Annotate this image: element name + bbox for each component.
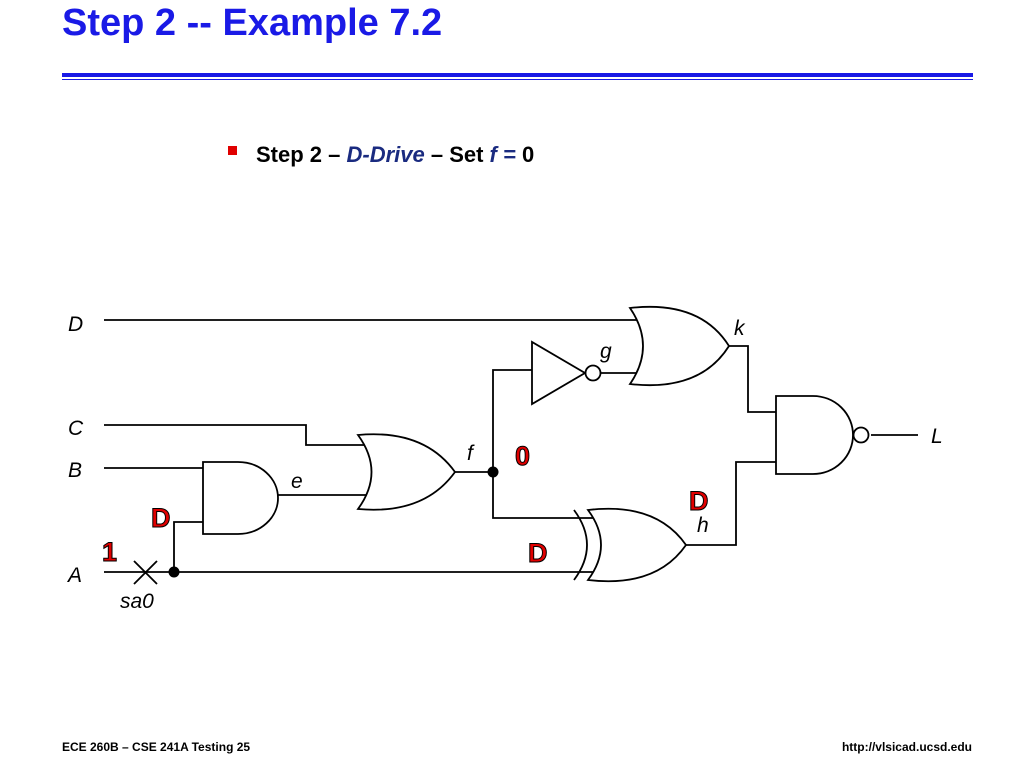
and-gate [202,461,279,535]
value-a-line: 1 [102,537,117,567]
label-e: e [291,470,303,493]
not-gate [531,340,587,406]
label-f: f [467,442,475,465]
wire-a-branch [173,521,203,572]
wire-c [104,424,372,446]
footer-url[interactable]: http://vlsicad.ucsd.edu [841,740,972,754]
wire-f-up [492,369,532,472]
value-a-and: D [151,503,171,533]
label-c: C [68,417,84,440]
label-l: L [931,425,943,448]
label-a: A [66,564,82,587]
label-k: k [734,317,746,340]
junction-dot-a [168,566,180,578]
bullet-item: Step 2 – D-Drive – Set f = 0 [228,142,534,168]
xor-gate [586,507,688,583]
value-h: D [689,486,709,516]
not-bubble [584,364,602,382]
footer-course: ECE 260B – CSE 241A Testing 25 [62,740,251,754]
wire-f-down [492,472,596,519]
nand-gate [775,395,854,475]
or-gate [356,433,457,511]
bullet-middle: – Set [424,142,490,167]
title-divider [62,73,973,77]
value-a-xor: D [528,538,548,568]
value-f: 0 [515,441,530,471]
junction-dot-f [487,466,499,478]
xor-extra-curve [573,509,588,581]
label-b: B [68,459,82,482]
nand-bubble [852,426,870,444]
bullet-variable: f = [489,142,516,167]
bullet-square-icon [228,146,237,155]
wire-h [686,461,780,546]
bullet-emphasis: D-Drive [346,142,425,167]
bullet-prefix: Step 2 – [256,142,347,167]
fault-x-icon [133,560,158,585]
label-h: h [697,514,709,537]
title-divider-thin [62,79,973,80]
slide-title: Step 2 -- Example 7.2 [62,2,443,44]
or-gate-k [628,305,731,387]
label-sa0: sa0 [120,590,154,613]
bullet-value: 0 [515,142,535,167]
label-g: g [600,340,612,363]
wire-k [729,345,780,413]
label-d: D [68,313,83,336]
